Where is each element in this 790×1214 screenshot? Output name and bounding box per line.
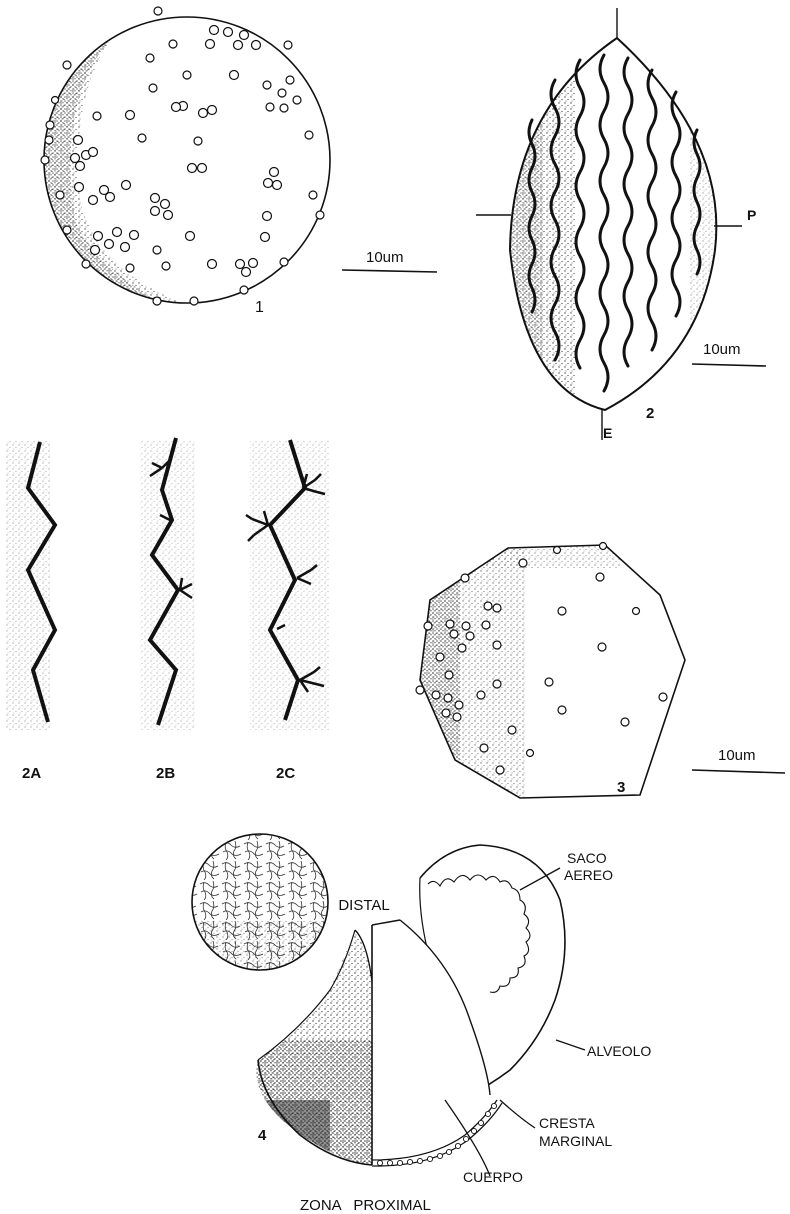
- figure-3-scale-label: 10um: [718, 747, 756, 764]
- saco-label-line2: AEREO: [564, 867, 613, 883]
- saco-label-line1: SACO: [567, 850, 607, 866]
- cresta-label-line2: MARGINAL: [539, 1133, 612, 1149]
- figure-2c-label: 2C: [276, 765, 295, 782]
- figure-2-ellipsoidal-grain: P E 2: [476, 8, 756, 441]
- figure-2a-label: 2A: [22, 765, 41, 782]
- left-air-sac: [190, 830, 330, 970]
- cresta-label-line1: CRESTA: [539, 1115, 595, 1131]
- figure-1-spherical-grain: 1: [40, 7, 330, 316]
- figure-3-polygonal-grain: 3: [415, 540, 685, 800]
- figure-4-number: 4: [258, 1127, 267, 1144]
- zona-proximal-label: ZONA PROXIMAL: [300, 1197, 431, 1214]
- figure-2c-ridge-detail: 2C: [246, 440, 330, 782]
- figure-4-bisaccate-grain: ZONA DISTAL: [190, 830, 651, 1214]
- alveolo-label: ALVEOLO: [587, 1043, 651, 1059]
- figure-2-scale-label: 10um: [703, 341, 741, 358]
- figure-2b-ridge-detail: 2B: [140, 438, 195, 782]
- figure-2a-ridge-detail: 2A: [5, 440, 55, 782]
- figure-2-axis-e: E: [603, 425, 612, 441]
- figure-1-scale-label: 10um: [366, 249, 404, 266]
- figure-2b-label: 2B: [156, 765, 175, 782]
- figure-1-scale-bar: 10um: [342, 249, 437, 272]
- figure-2-axis-p: P: [747, 207, 756, 223]
- cuerpo-label: CUERPO: [463, 1169, 523, 1185]
- figure-3-scale-bar: 10um: [692, 747, 785, 773]
- figure-1-number: 1: [255, 299, 264, 316]
- figure-2-number: 2: [646, 405, 654, 422]
- figure-2-scale-bar: 10um: [692, 341, 766, 366]
- figure-3-number: 3: [617, 779, 625, 796]
